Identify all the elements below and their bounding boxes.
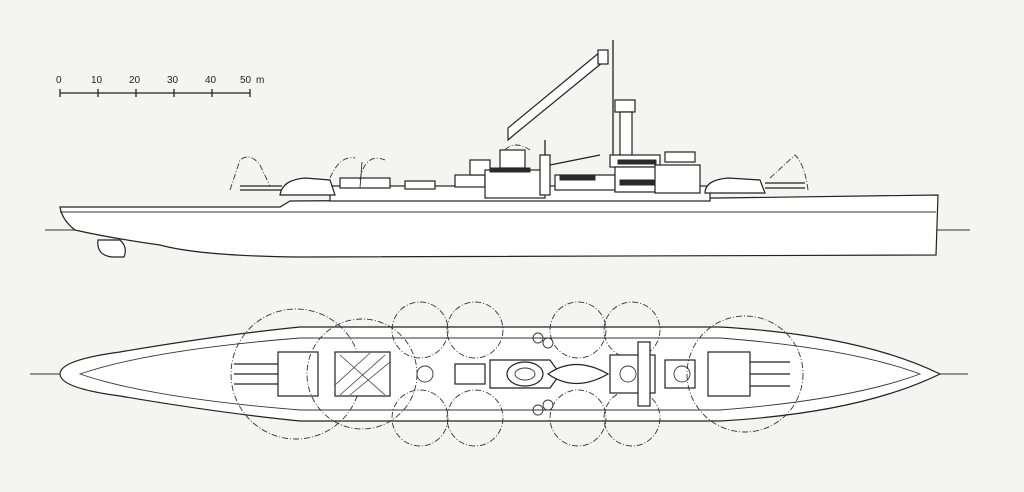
funnel (539, 154, 551, 196)
mount-ring (673, 365, 691, 383)
secondary-arc (549, 301, 607, 359)
aft-superstructure-block (654, 164, 701, 194)
secondary-arc (446, 301, 504, 359)
firing-arc (686, 315, 804, 433)
crane-boom (507, 51, 609, 142)
funnel-plan (506, 361, 544, 387)
turret-a-side (279, 177, 336, 196)
secondary-arc (549, 389, 607, 447)
scale-bar: 0 10 20 30 40 50 m (56, 75, 264, 97)
deck-stripe (559, 175, 596, 181)
deck-stripe (489, 167, 531, 173)
hatching (334, 352, 371, 386)
turret-b-plan (334, 351, 391, 397)
scale-label-40: 40 (205, 75, 217, 86)
aft-mast-base (637, 341, 651, 407)
secondary-arc (391, 389, 449, 447)
firing-arc (229, 156, 271, 191)
deck-stripe (617, 159, 657, 165)
mast-tower (619, 111, 633, 158)
secondary-arc (603, 301, 661, 359)
scale-label-50: 50 (240, 75, 252, 86)
scale-label-30: 30 (167, 75, 179, 86)
mount-ring (416, 365, 434, 383)
secondary-mount (404, 180, 436, 190)
bridge-tower (499, 149, 526, 169)
aft-deckhouse (664, 359, 696, 389)
firing-arc (504, 144, 531, 151)
mast-platform (614, 99, 636, 113)
aa-mount (532, 332, 544, 344)
crane-head (597, 49, 609, 65)
scale-label-20: 20 (129, 75, 141, 86)
firing-arc (769, 154, 809, 191)
mount-ring (619, 365, 637, 383)
scale-label-0: 0 (56, 75, 62, 86)
secondary-mount (454, 174, 486, 188)
secondary-arc (446, 389, 504, 447)
aa-mount (542, 399, 554, 411)
bow-bulb (97, 239, 126, 258)
side-elevation (45, 40, 970, 258)
boat-deck (546, 364, 610, 384)
turret-a-plan (277, 351, 319, 397)
turret-b-side (339, 177, 391, 189)
firing-arc (359, 157, 386, 181)
mast-line (359, 161, 363, 189)
turret-x-side (704, 177, 766, 194)
aa-mount (532, 404, 544, 416)
deckhouse (454, 363, 486, 385)
scale-label-10: 10 (91, 75, 103, 86)
funnel-inner (514, 367, 536, 381)
director (664, 151, 696, 163)
deck-inner-line (78, 337, 922, 411)
secondary-arc (603, 389, 661, 447)
hull-profile (59, 194, 939, 258)
plan-view (30, 301, 968, 447)
aa-mount (542, 337, 554, 349)
hatching (349, 361, 391, 396)
turret-x-plan (707, 351, 751, 397)
scale-unit: m (256, 75, 264, 86)
secondary-arc (391, 301, 449, 359)
forward-superstructure (484, 169, 546, 199)
firing-arc (329, 157, 356, 179)
crane-arm (549, 154, 601, 166)
hatching (339, 354, 386, 396)
